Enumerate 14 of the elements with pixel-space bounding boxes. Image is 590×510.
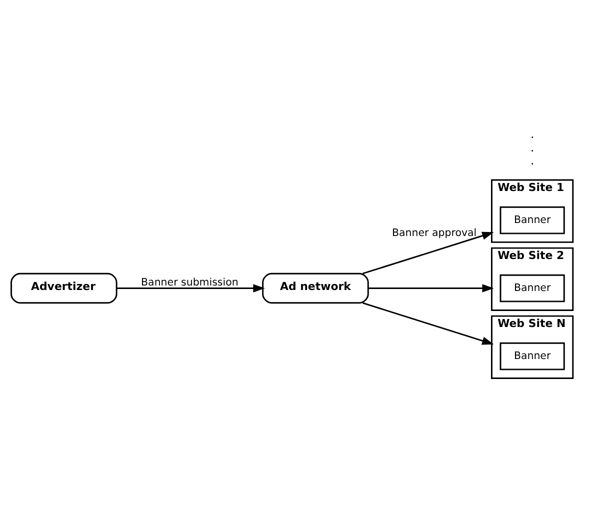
arrow xyxy=(362,232,494,274)
node-box: Banner xyxy=(500,206,565,234)
arrow xyxy=(362,302,494,345)
arrow xyxy=(368,284,494,292)
node-box: Banner xyxy=(500,274,565,302)
label: . xyxy=(530,154,534,168)
label: . xyxy=(530,140,534,154)
node-box: Banner xyxy=(500,342,565,370)
edge-label: Banner submission xyxy=(141,277,238,288)
node-box: Advertizer xyxy=(10,272,118,304)
node-box: Ad network xyxy=(262,272,369,304)
label: . xyxy=(530,127,534,142)
arrow xyxy=(116,284,265,292)
edge-label: Banner approval xyxy=(392,228,477,239)
